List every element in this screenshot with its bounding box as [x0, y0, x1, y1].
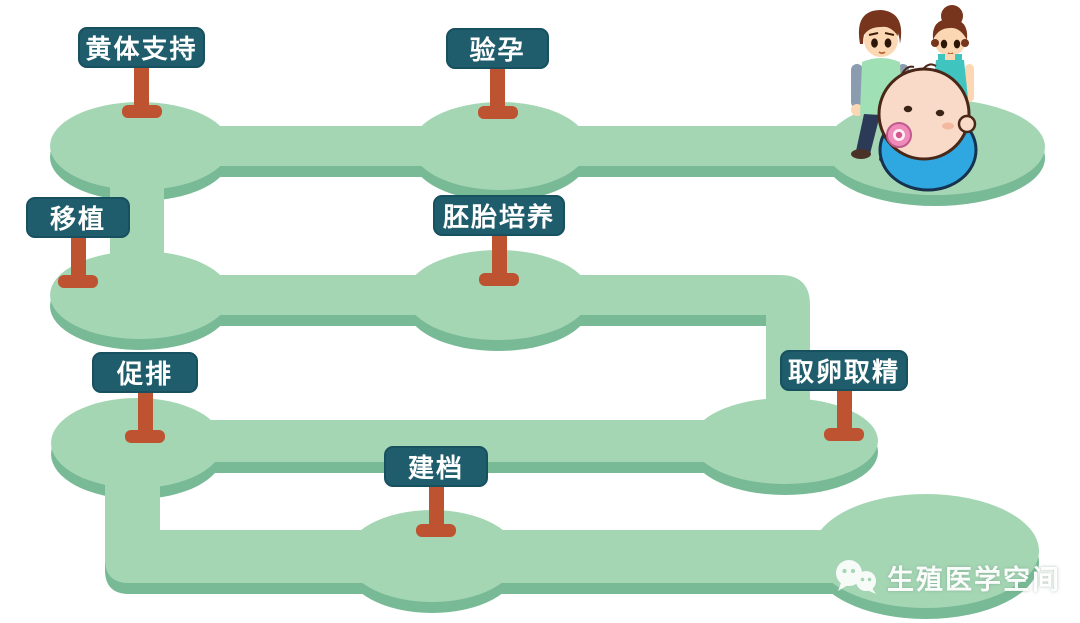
- sign-post-foot: [121, 105, 162, 118]
- sign-ovulation-induction-label: 促排: [92, 352, 198, 393]
- sign-post: [490, 69, 505, 108]
- sign-post-foot: [58, 275, 98, 288]
- sign-embryo-culture: 胚胎培养: [433, 195, 565, 286]
- sign-registration-label: 建档: [384, 446, 488, 487]
- sign-post-foot: [477, 106, 518, 119]
- sign-pregnancy-test-label: 验孕: [446, 28, 549, 69]
- sign-post: [137, 393, 153, 432]
- watermark: 生殖医学空间: [834, 558, 1061, 597]
- sign-post: [836, 391, 852, 430]
- couple-with-baby-illustration: [851, 5, 978, 192]
- sign-post: [134, 68, 149, 107]
- sign-egg-sperm-retrieval: 取卵取精: [780, 350, 908, 441]
- wechat-icon: [836, 559, 876, 594]
- sign-post: [428, 487, 444, 526]
- sign-egg-sperm-retrieval-label: 取卵取精: [780, 350, 908, 391]
- sign-registration: 建档: [384, 446, 488, 537]
- sign-ovulation-induction: 促排: [92, 352, 198, 443]
- sign-luteal-support: 黄体支持: [78, 27, 205, 118]
- baby-figure: [877, 63, 978, 192]
- sign-post-foot: [479, 273, 519, 286]
- sign-post-foot: [824, 428, 864, 441]
- sign-embryo-transfer-label: 移植: [26, 197, 130, 238]
- sign-embryo-transfer: 移植: [26, 197, 130, 288]
- sign-post: [70, 238, 86, 277]
- sign-pregnancy-test: 验孕: [446, 28, 549, 119]
- sign-post: [491, 236, 507, 275]
- sign-post-foot: [416, 524, 456, 537]
- sign-post-foot: [125, 430, 165, 443]
- sign-luteal-support-label: 黄体支持: [78, 27, 205, 68]
- watermark-text: 生殖医学空间: [887, 565, 1061, 596]
- sign-embryo-culture-label: 胚胎培养: [433, 195, 565, 236]
